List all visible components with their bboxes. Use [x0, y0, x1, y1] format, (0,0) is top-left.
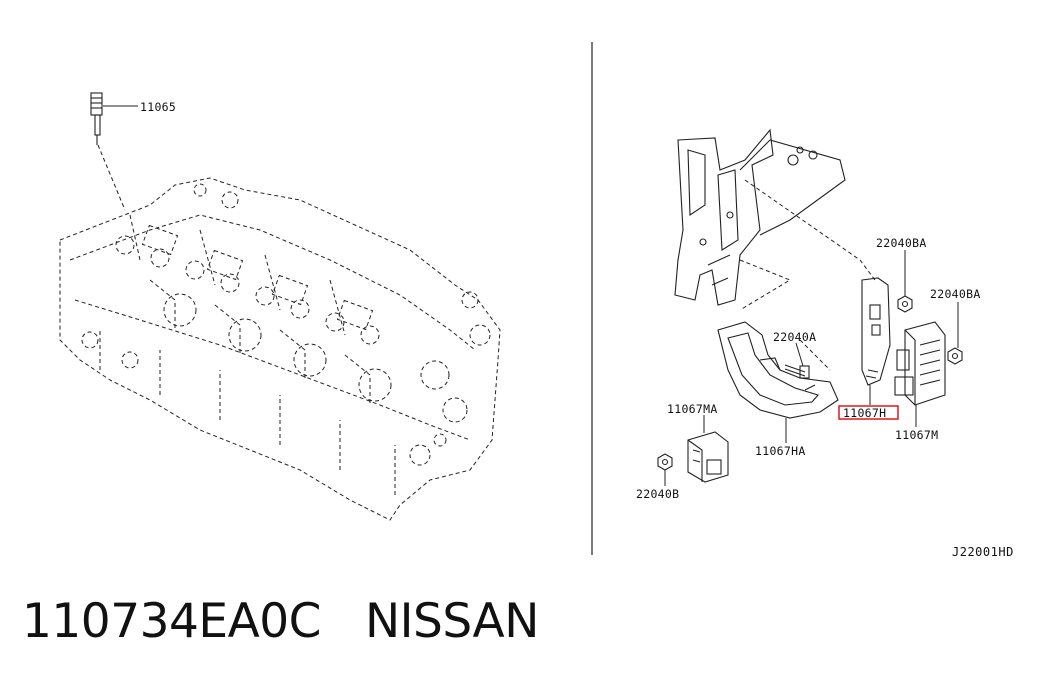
controller-bracket-11067h: [861, 277, 891, 386]
glow-plug-icon: [90, 92, 103, 145]
callout-11067ha: 11067HA: [755, 444, 806, 458]
engine-bracket-drawing: [674, 128, 876, 371]
callout-11067m: 11067M: [895, 428, 938, 442]
diagram-reference: J22001HD: [952, 545, 1014, 559]
leader-lines: [664, 250, 959, 486]
bolt-22040a: [784, 364, 810, 379]
callout-11065: 11065: [140, 100, 176, 114]
nut-icon: [657, 295, 963, 471]
cylinder-head-drawing: [59, 92, 501, 521]
part-number: 110734EA0C: [22, 594, 322, 649]
callout-22040a: 22040A: [773, 330, 816, 344]
parts-diagram: 11065: [59, 42, 1014, 559]
callout-22040b: 22040B: [636, 487, 679, 501]
callout-22040ba-right: 22040BA: [930, 287, 981, 301]
part-caption: 110734EA0C NISSAN: [22, 594, 539, 658]
support-bracket-11067ha: [717, 321, 839, 419]
sensor-11067ma: [687, 431, 729, 483]
brand-name: NISSAN: [365, 594, 539, 649]
glow-relay-11067m: [894, 321, 946, 406]
highlight-box: [838, 405, 899, 420]
callout-11067ma: 11067MA: [667, 402, 718, 416]
callout-11067h: 11067H: [843, 406, 886, 420]
callout-22040ba-top: 22040BA: [876, 236, 927, 250]
